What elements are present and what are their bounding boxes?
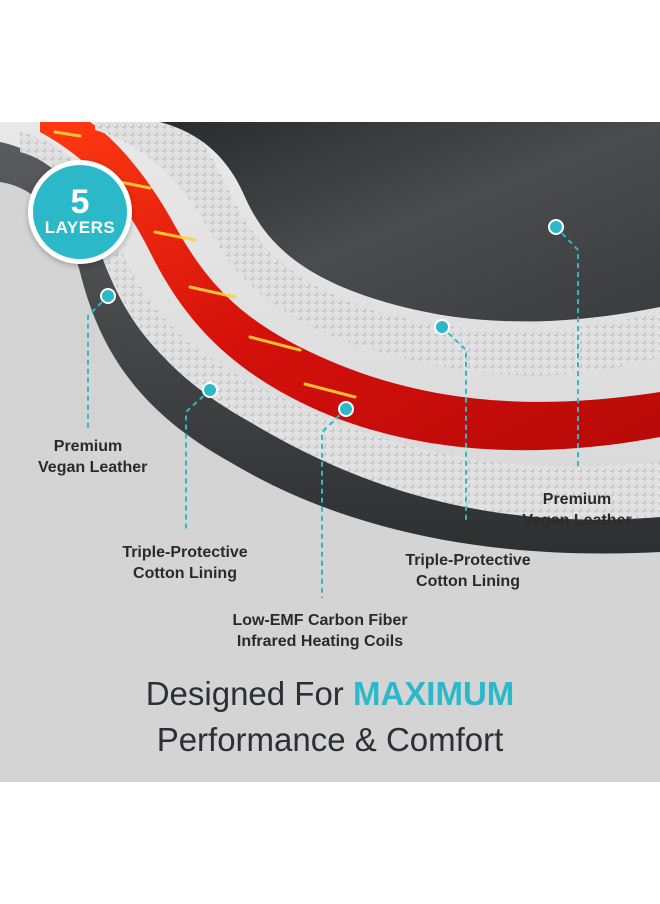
badge-number: 5 — [70, 183, 90, 221]
headline-line-1: Designed For MAXIMUM — [145, 675, 515, 712]
product-image: 5 LAYERS Premium Vegan Leather Triple-Pr… — [0, 122, 660, 782]
label-heating-coils: Low-EMF Carbon Fiber Infrared Heating Co… — [232, 612, 408, 650]
label-bottom-leather: Premium Vegan Leather — [38, 438, 148, 476]
label-top-cotton: Triple-Protective Cotton Lining — [405, 552, 531, 590]
badge-word: LAYERS — [44, 218, 116, 237]
layers-badge: 5 LAYERS — [28, 160, 132, 264]
layer-cross-section-illustration — [0, 122, 660, 782]
label-bottom-cotton: Triple-Protective Cotton Lining — [122, 544, 248, 582]
headline-line-2: Performance & Comfort — [156, 721, 504, 758]
label-top-leather: Premium Vegan Leather — [522, 491, 632, 529]
